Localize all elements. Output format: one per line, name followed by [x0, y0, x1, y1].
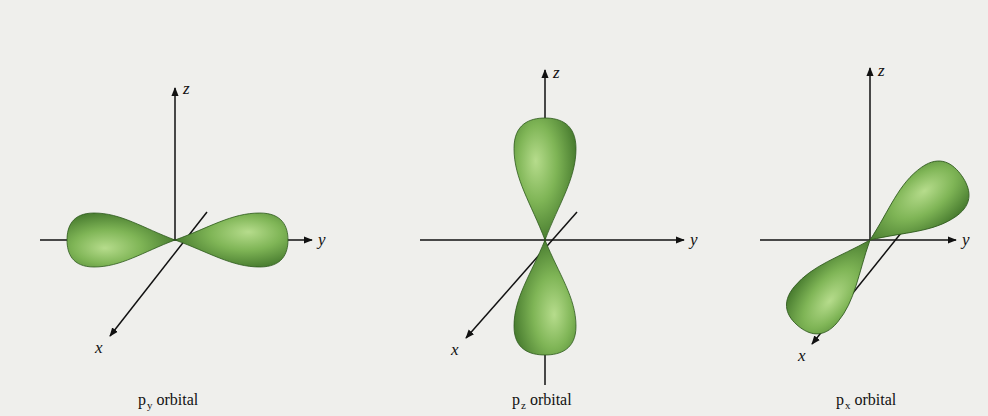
axis-letter: x	[451, 340, 459, 359]
axes	[40, 68, 956, 385]
orbital-lobe	[514, 240, 576, 355]
orbital-lobe	[514, 118, 576, 240]
orbital-lobes	[67, 118, 979, 355]
axis-letter: y	[690, 230, 698, 249]
axis-label: y	[690, 231, 698, 248]
subscript: z	[521, 399, 526, 411]
axis-letter: z	[878, 61, 885, 80]
axis-label: x	[95, 339, 103, 356]
axis-label: y	[318, 231, 326, 248]
axis-letter: x	[95, 338, 103, 357]
caption-text: orbital	[157, 391, 199, 408]
caption-text: p	[512, 391, 520, 408]
axis-label: x	[451, 341, 459, 358]
axis-letter: z	[553, 63, 560, 82]
axis-label: z	[183, 80, 190, 97]
orbital-caption: pz orbital	[512, 392, 572, 411]
axis-letter: y	[318, 230, 326, 249]
subscript: x	[845, 399, 851, 411]
orbital-caption: px orbital	[836, 392, 896, 411]
caption-text: p	[836, 391, 844, 408]
axis-label: x	[798, 347, 806, 364]
subscript: y	[147, 399, 153, 411]
axis-label: z	[878, 62, 885, 79]
caption-text: orbital	[530, 391, 572, 408]
orbital-lobe	[777, 222, 892, 344]
axis-label: z	[553, 64, 560, 81]
orbital-lobe	[853, 151, 979, 264]
orbital-lobe	[175, 213, 288, 267]
orbital-lobe	[67, 213, 175, 267]
axis-letter: x	[798, 346, 806, 365]
axis-letter: y	[962, 230, 970, 249]
axis-letter: z	[183, 79, 190, 98]
axis-label: y	[962, 231, 970, 248]
caption-text: p	[138, 391, 146, 408]
orbital-caption: py orbital	[138, 392, 198, 411]
caption-text: orbital	[855, 391, 897, 408]
